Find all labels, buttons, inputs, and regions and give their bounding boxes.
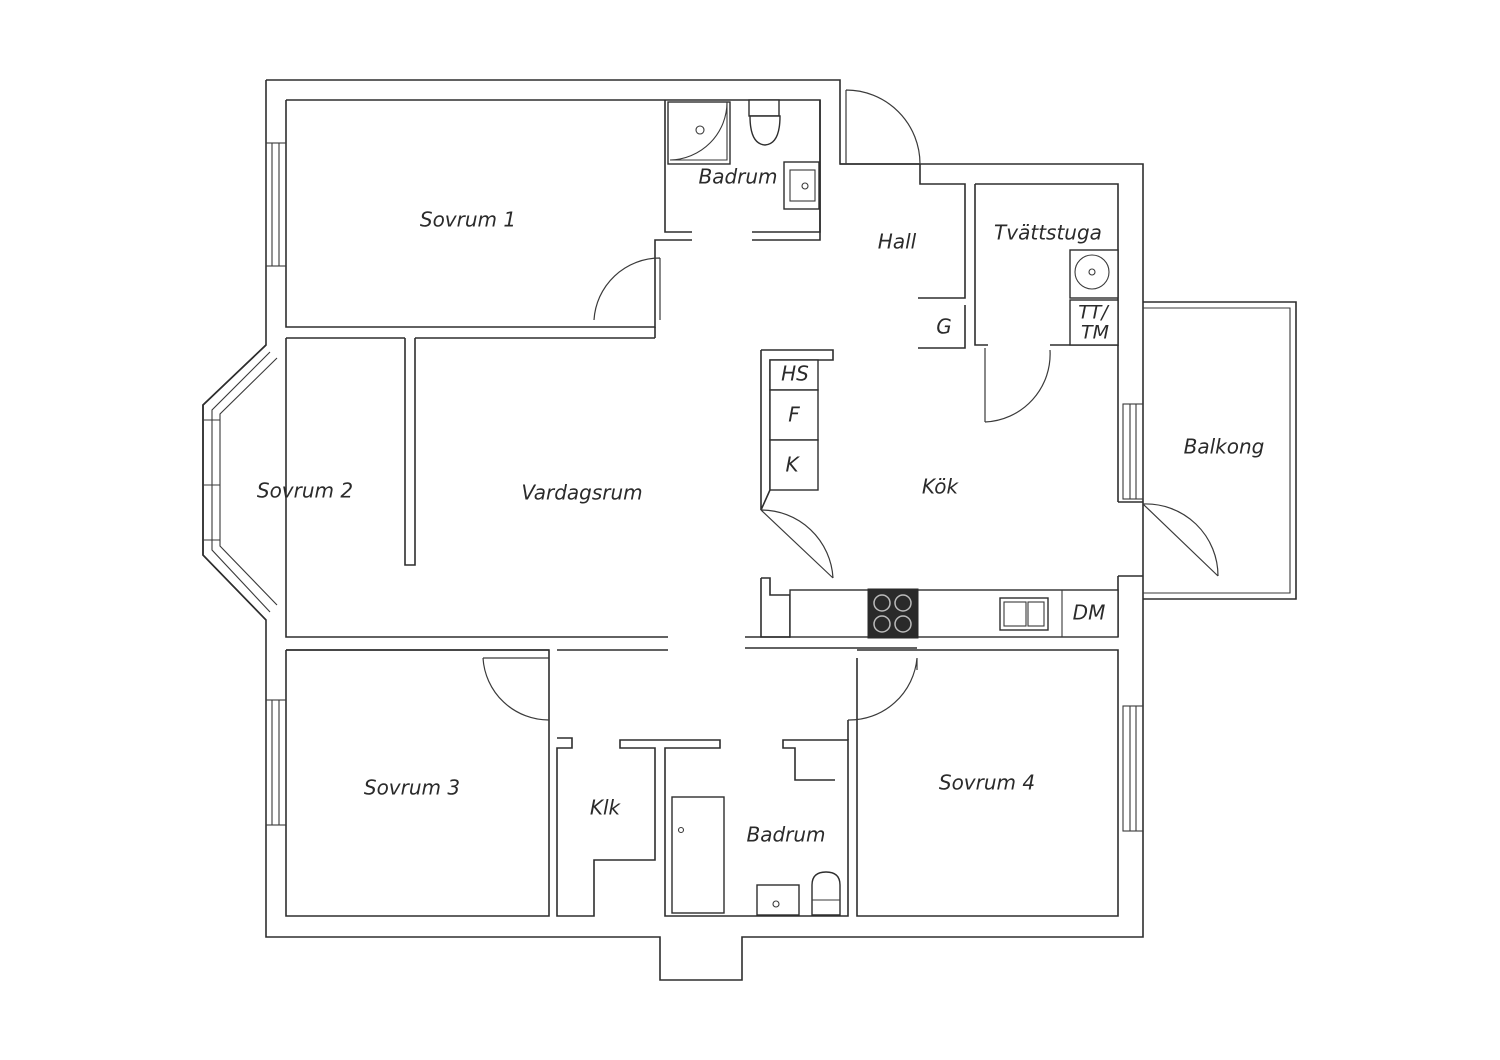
bathroom-fixtures-bottom <box>671 796 841 916</box>
room-label-hall: Hall <box>878 230 917 254</box>
balcony <box>1143 301 1297 600</box>
windows <box>265 142 1144 832</box>
kitchen-cabinets <box>769 359 819 491</box>
room-label-hs: HS <box>781 362 809 386</box>
room-label-klk: Klk <box>590 796 622 820</box>
room-label-sovrum-1: Sovrum 1 <box>420 208 516 232</box>
room-label-badrum-bottom: Badrum <box>746 823 825 847</box>
room-labels: Sovrum 1 Badrum Hall Tvättstuga G TT/ TM… <box>257 165 1264 847</box>
room-label-k: K <box>785 453 800 477</box>
room-label-vardagsrum: Vardagsrum <box>521 481 642 505</box>
room-label-badrum-top: Badrum <box>698 165 777 189</box>
kitchen-counter <box>789 588 1119 639</box>
room-label-tt: TT/ <box>1078 302 1110 324</box>
room-label-g: G <box>936 315 952 339</box>
doors <box>482 89 1219 721</box>
room-label-f: F <box>788 403 800 427</box>
room-label-sovrum-2: Sovrum 2 <box>257 479 353 503</box>
room-label-dm: DM <box>1073 601 1106 625</box>
bay-window <box>202 344 278 621</box>
room-label-balkong: Balkong <box>1184 435 1265 459</box>
room-label-kok: Kök <box>922 475 960 499</box>
room-label-sovrum-4: Sovrum 4 <box>939 771 1035 795</box>
room-label-sovrum-3: Sovrum 3 <box>364 776 460 800</box>
laundry-fixtures <box>1069 249 1119 346</box>
room-label-tvattstuga: Tvättstuga <box>994 221 1102 245</box>
room-label-tm: TM <box>1081 322 1109 344</box>
bathroom-fixtures-top <box>667 99 820 210</box>
